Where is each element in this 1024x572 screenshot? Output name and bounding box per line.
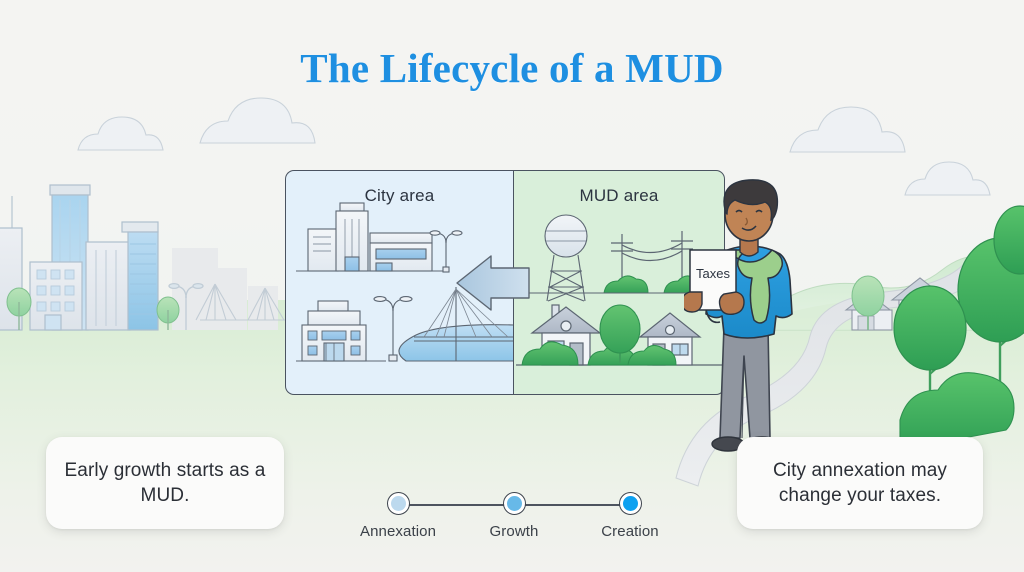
timeline-step-annexation[interactable]: Annexation	[360, 487, 436, 540]
tree-icon	[993, 205, 1024, 275]
nose	[744, 217, 748, 226]
cloud-icon	[904, 161, 991, 196]
timeline-label-annexation: Annexation	[359, 523, 437, 540]
tree-icon	[156, 296, 180, 330]
power-line-icon	[611, 231, 693, 293]
tree-icon	[599, 304, 641, 363]
timeline-connector	[514, 504, 626, 506]
tree-icon	[893, 285, 967, 410]
hand	[718, 291, 745, 316]
callout-city-annexation[interactable]: City annexation may change your taxes.	[737, 437, 983, 529]
bush-icon	[899, 372, 1015, 451]
callout-early-growth[interactable]: Early growth starts as a MUD.	[46, 437, 284, 529]
bridge-icon	[414, 287, 514, 361]
mud-area-label: MUD area	[579, 186, 659, 205]
city-area-label: City area	[364, 186, 435, 205]
callout-early-growth-text: Early growth starts as a MUD.	[64, 459, 266, 506]
distant-skyline	[172, 248, 278, 330]
mouth	[741, 225, 757, 231]
tree-icon	[6, 287, 32, 330]
countryside-scene	[640, 205, 1024, 487]
annexation-arrow	[456, 255, 530, 311]
timeline-dot-creation[interactable]	[618, 492, 642, 515]
tree-icon	[851, 275, 885, 330]
eye	[735, 209, 743, 213]
mud-area-illustration	[516, 214, 726, 366]
timeline-label-creation: Creation	[601, 523, 659, 540]
eye	[755, 209, 763, 213]
bush-icon	[521, 341, 677, 366]
cloud-icon	[789, 106, 906, 153]
resident-illustration: Taxes	[684, 179, 793, 452]
timeline-dot-growth[interactable]	[502, 492, 526, 515]
cloud-icon	[199, 97, 316, 144]
timeline-connector	[398, 504, 510, 506]
street-lamp-icon	[373, 296, 413, 362]
callout-city-annexation-text: City annexation may change your taxes.	[772, 459, 948, 506]
bridge-icon	[195, 283, 300, 321]
hair	[723, 179, 779, 222]
taxes-document-label: Taxes	[696, 266, 730, 281]
lifecycle-timeline: Annexation Growth Creation	[352, 487, 672, 547]
pants	[719, 325, 771, 439]
hand	[684, 291, 703, 313]
city-area-illustration	[296, 202, 514, 362]
street-lamp-icon	[168, 282, 204, 330]
street-lamp-icon	[429, 230, 463, 273]
lifecycle-diagram: City area	[285, 170, 726, 395]
cloud-icon	[77, 116, 164, 151]
timeline-step-creation[interactable]: Creation	[601, 487, 659, 540]
timeline-step-growth[interactable]: Growth	[490, 487, 538, 540]
timeline-label-growth: Growth	[489, 523, 539, 540]
page-title: The Lifecycle of a MUD	[300, 45, 724, 91]
sweater	[727, 249, 784, 324]
water-tower-icon	[544, 214, 588, 302]
timeline-dot-annexation[interactable]	[386, 492, 410, 515]
